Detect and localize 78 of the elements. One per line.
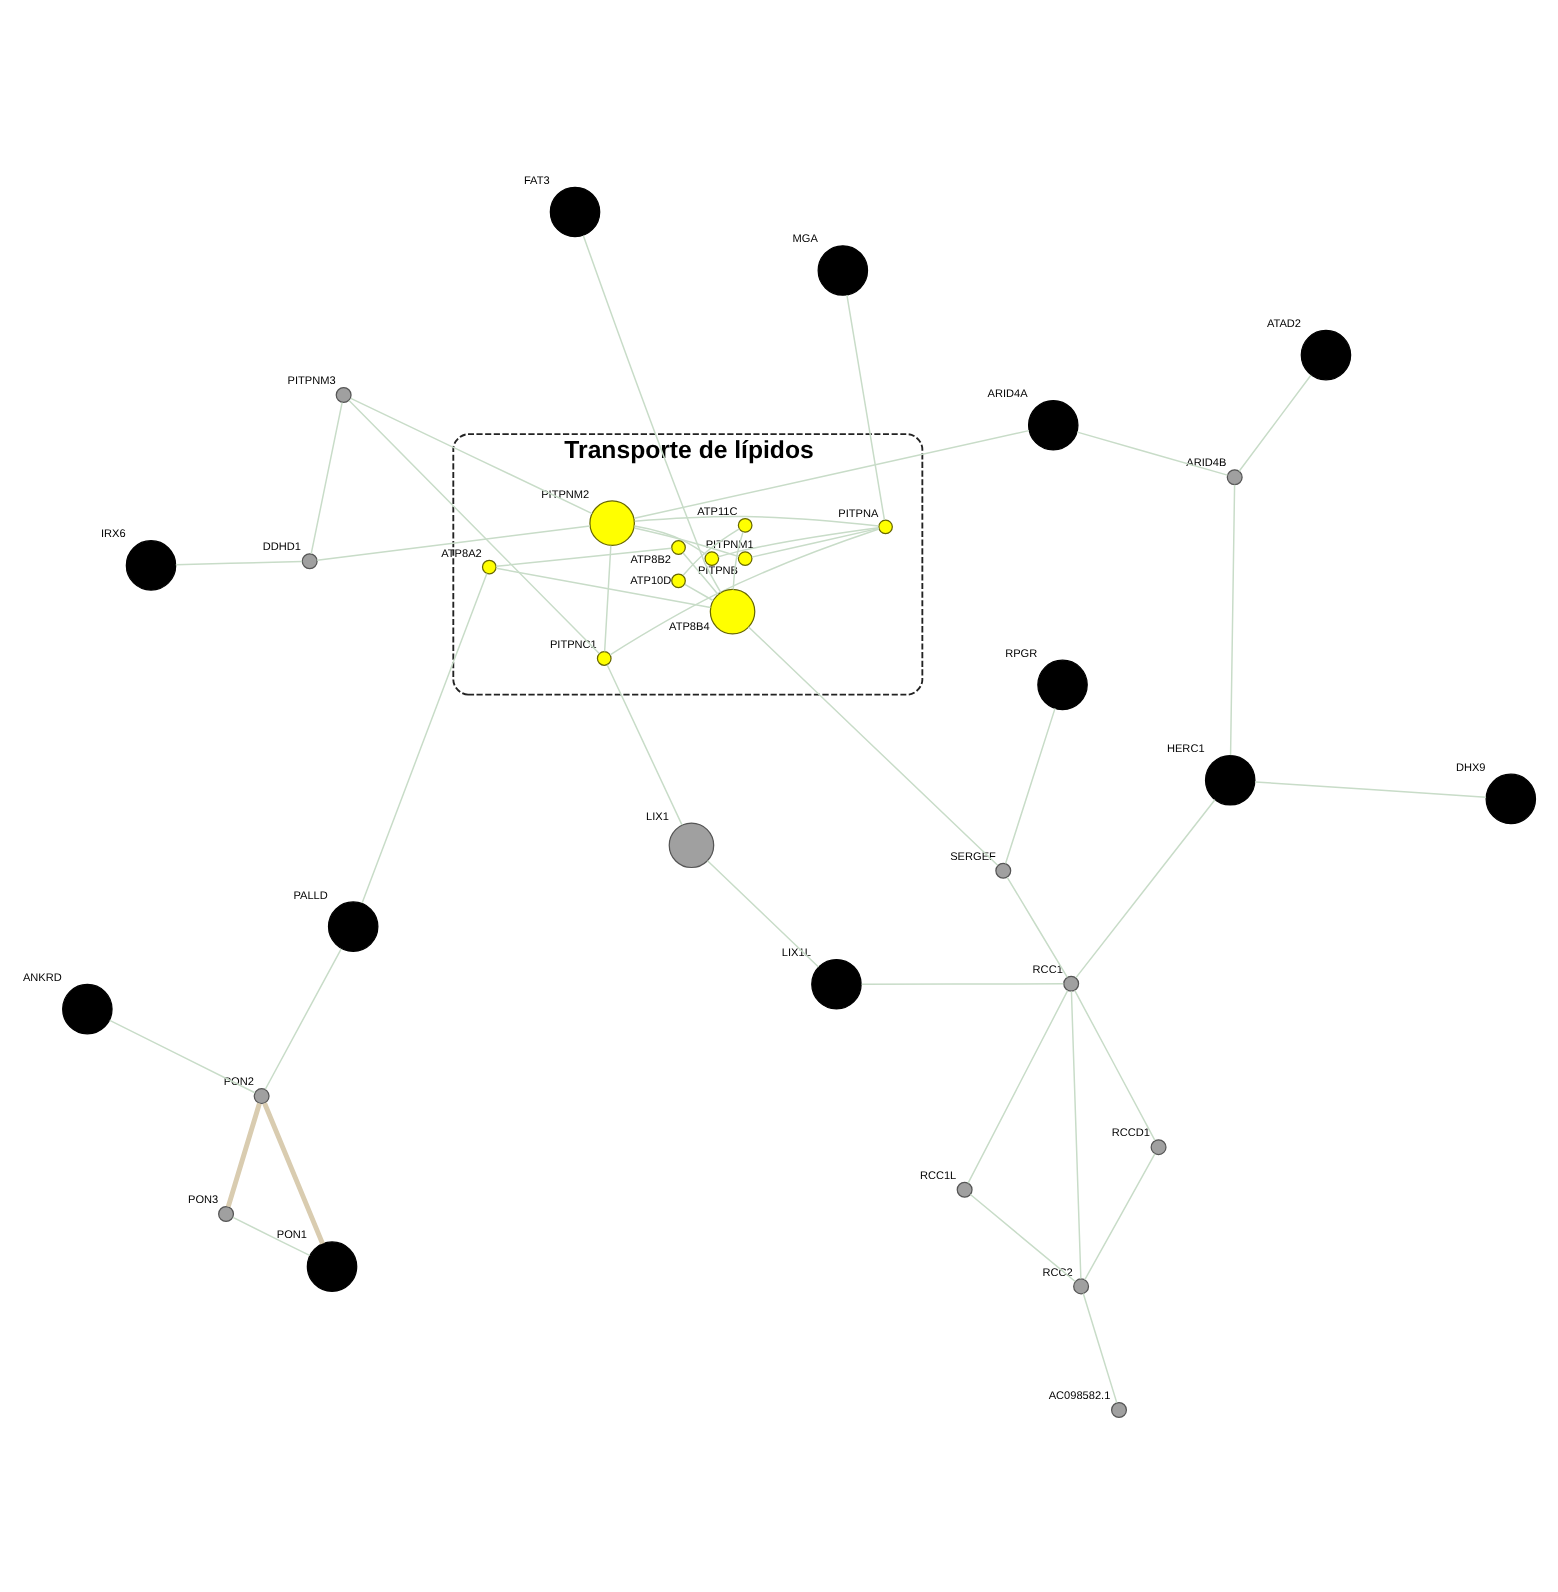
connector: [747, 626, 999, 867]
connector: [1073, 989, 1156, 1142]
connector: [264, 948, 342, 1090]
connector: [232, 1216, 311, 1257]
connector: [1006, 876, 1069, 979]
node-circle: [1037, 659, 1088, 711]
node-circle: [1111, 1402, 1128, 1419]
connector: [846, 294, 886, 521]
node-circle: [62, 983, 113, 1035]
node-circle: [1226, 469, 1243, 486]
connector: [633, 527, 740, 558]
connector: [1084, 1153, 1156, 1281]
connector: [684, 583, 714, 602]
node-circle: [218, 1206, 235, 1223]
node-circle: [253, 1088, 270, 1105]
node-circle: [1027, 399, 1079, 451]
node-circle: [1063, 975, 1080, 992]
node-circle: [327, 901, 379, 952]
node-circle: [737, 551, 753, 567]
connector: [495, 547, 673, 568]
node-circle: [671, 540, 686, 555]
node-circle: [668, 822, 715, 869]
connector: [225, 1102, 262, 1208]
connector: [967, 989, 1069, 1184]
connector: [1076, 431, 1229, 476]
connector: [1070, 990, 1082, 1280]
node-circle: [878, 519, 893, 535]
node-circle: [306, 1241, 358, 1292]
connector: [717, 527, 880, 558]
node-circle: [704, 551, 720, 567]
connector: [732, 531, 744, 591]
node-circle: [1150, 1139, 1167, 1156]
node-circle: [301, 553, 318, 570]
connector: [634, 515, 880, 527]
connector: [582, 234, 722, 594]
connector: [1254, 781, 1487, 798]
node-circle: [481, 559, 497, 575]
node-circle: [596, 651, 612, 666]
connector: [1238, 374, 1312, 473]
node-circle: [1204, 754, 1256, 806]
connector: [751, 527, 880, 558]
connector: [1075, 799, 1216, 979]
connector: [310, 401, 343, 555]
node-circle: [995, 862, 1012, 879]
connector: [633, 525, 707, 556]
node-circle: [589, 500, 635, 546]
connector: [361, 572, 488, 904]
connector: [348, 399, 600, 655]
node-circle: [671, 573, 686, 589]
connector: [350, 397, 593, 515]
node-circle: [1300, 329, 1352, 381]
connector: [262, 1102, 325, 1245]
connector: [1229, 484, 1236, 756]
connector: [633, 429, 1030, 519]
node-circle: [125, 540, 177, 591]
connector: [109, 1019, 256, 1094]
node-circle: [956, 1181, 973, 1198]
node-circle: [549, 186, 601, 238]
connector: [495, 567, 712, 609]
connector: [706, 859, 820, 968]
node-circle: [1073, 1278, 1090, 1295]
connector: [969, 1193, 1076, 1283]
node-circle: [811, 958, 862, 1010]
connector: [860, 983, 1065, 985]
node-circle: [709, 588, 756, 635]
node-circle: [1485, 773, 1537, 825]
connector: [606, 663, 683, 826]
node-circle: [335, 387, 352, 404]
connector: [682, 528, 740, 577]
connector: [682, 552, 719, 596]
connector: [1082, 1292, 1118, 1404]
connector: [603, 545, 612, 653]
connector: [175, 560, 303, 566]
node-circle: [737, 517, 753, 533]
connector: [1004, 707, 1056, 865]
connector: [609, 528, 880, 656]
node-circle: [817, 245, 869, 296]
connector: [316, 525, 591, 562]
